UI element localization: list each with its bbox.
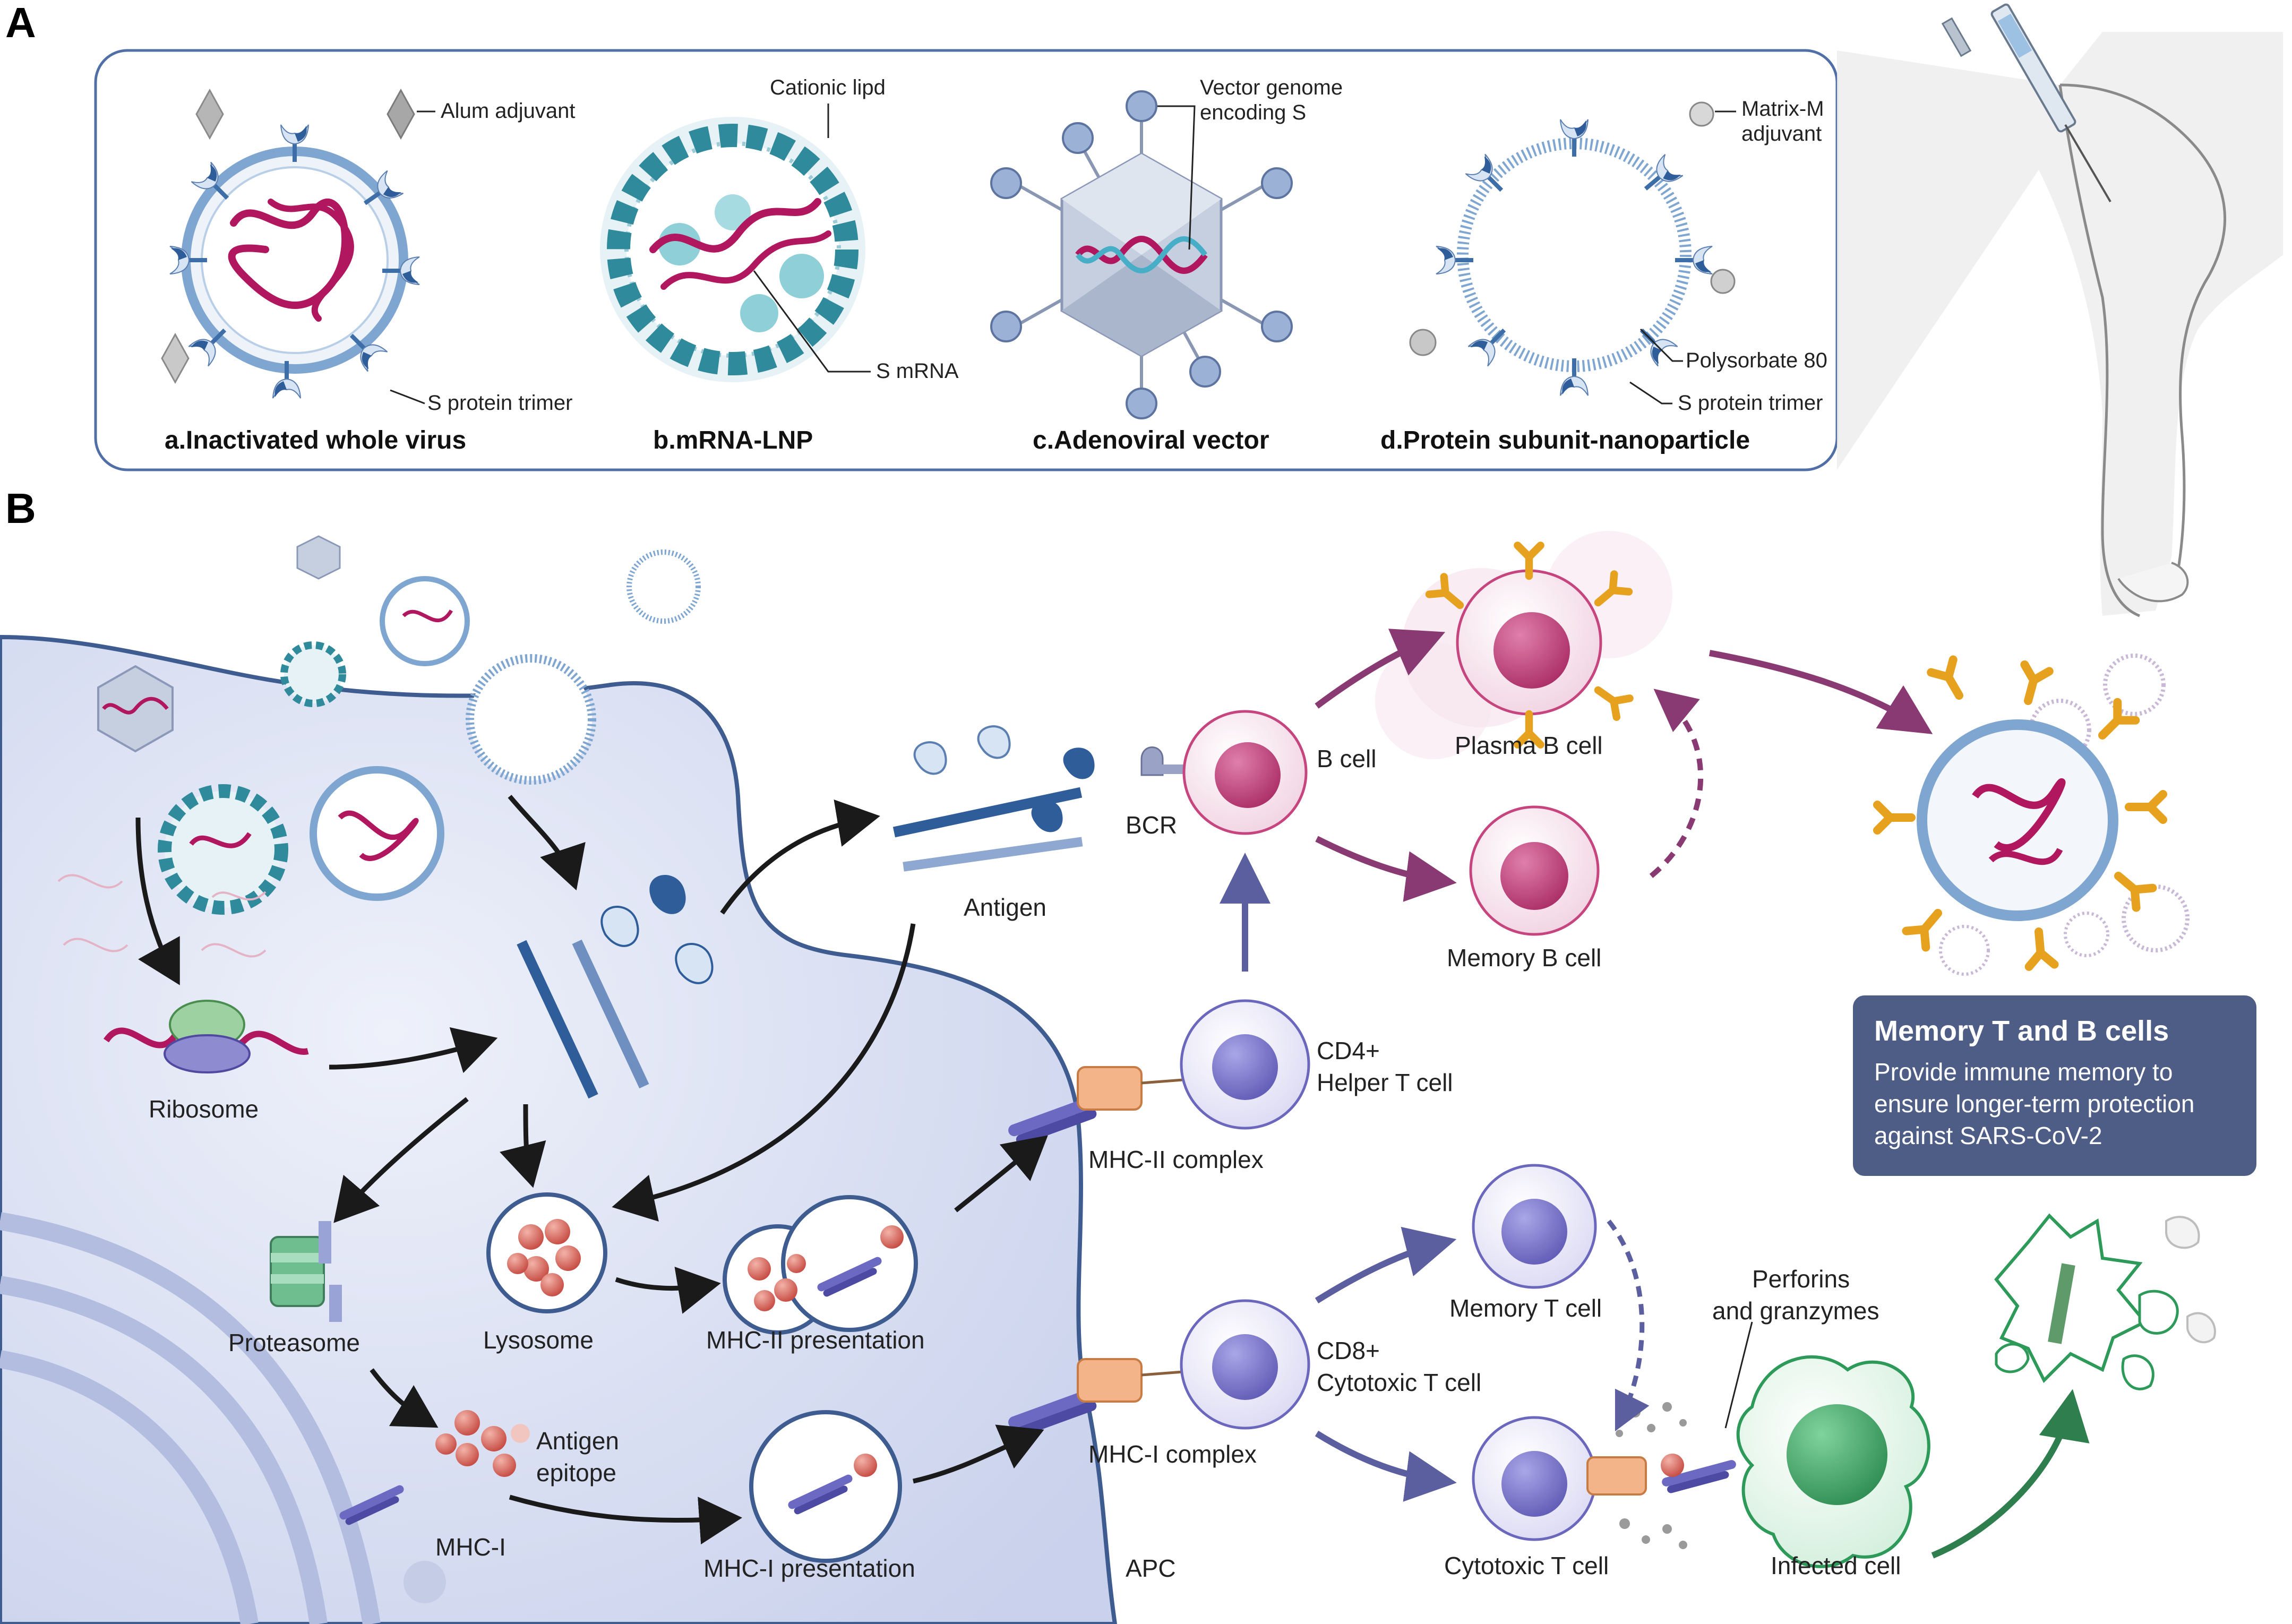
pathway-arrows-dark	[135, 795, 1048, 1545]
s-trimer-d-leader	[1629, 381, 1672, 405]
proteasome-label: Proteasome	[228, 1329, 360, 1356]
apc-label: APC	[1126, 1554, 1176, 1582]
infected-cell-label: Infected cell	[1771, 1552, 1901, 1579]
mhc-ii-presentation-illustration	[723, 1195, 918, 1335]
matrix-m-label-1: Matrix-M	[1741, 97, 1824, 121]
protein-nanoparticle-illustration	[1409, 101, 1736, 396]
s-mrna-label: S mRNA	[876, 359, 959, 383]
mrna-lnp-illustration	[600, 117, 865, 382]
memory-t-b-cells-box: Memory T and B cells Provide immune memo…	[1853, 995, 2256, 1176]
adenoviral-vector-title: c.Adenoviral vector	[1033, 426, 1269, 454]
bcr-illustration	[1140, 746, 1189, 776]
cd4-helper-t-cell-illustration	[1180, 999, 1310, 1130]
cd8-cytotoxic-t-cell-illustration	[1180, 1299, 1310, 1430]
memory-box-line1: Provide immune memory to	[1874, 1058, 2173, 1086]
memory-box-line2: ensure longer-term protection	[1874, 1090, 2194, 1118]
lysosome-label: Lysosome	[483, 1326, 594, 1354]
apc-vesicle	[404, 1561, 446, 1603]
antigen-epitope-label-1: Antigen	[536, 1427, 619, 1455]
polysorbate-label: Polysorbate 80	[1686, 349, 1827, 372]
mhc-i-presentation-illustration	[749, 1410, 902, 1563]
antigen-cluster-illustration	[892, 725, 1095, 872]
mhc-i-complex-illustration	[1006, 1358, 1211, 1440]
mhc-ii-complex-label: MHC-II complex	[1088, 1146, 1264, 1173]
memory-t-recall-arrow	[1607, 1219, 1650, 1432]
effector-cytotoxic-t-cell-illustration	[1472, 1416, 1739, 1541]
vector-genome-label-1: Vector genome	[1200, 76, 1343, 99]
memory-t-cell-illustration	[1472, 1164, 1597, 1289]
memory-box-title: Memory T and B cells	[1874, 1015, 2169, 1047]
memory-b-cell-label: Memory B cell	[1447, 944, 1601, 972]
s-protein-trimer-d-label: S protein trimer	[1678, 391, 1823, 415]
arm-icon	[1837, 32, 2283, 617]
antigen-epitope-illustration	[435, 1410, 530, 1477]
adenoviral-vector-illustration	[990, 90, 1293, 419]
vector-genome-leader	[1157, 105, 1196, 250]
inactivated-virus-title: a.Inactivated whole virus	[165, 426, 466, 454]
cationic-lipid-label: Cationic lipd	[770, 76, 886, 99]
vector-genome-label-2: encoding S	[1200, 101, 1306, 124]
plasma-b-cell-illustration	[1375, 531, 1672, 759]
mhc-i-complex-label: MHC-I complex	[1088, 1440, 1257, 1468]
antigen-epitope-label-2: epitope	[536, 1459, 616, 1486]
syringe-icon	[1941, 3, 2111, 203]
memory-box-line3: against SARS-CoV-2	[1874, 1122, 2102, 1149]
polysorbate-leader	[1639, 328, 1683, 362]
free-mrna-strands	[57, 874, 267, 958]
ribosome-illustration	[104, 1000, 309, 1073]
lysosome-illustration	[486, 1192, 607, 1313]
mhc-ii-complex-illustration	[1006, 1066, 1211, 1148]
matrix-m-label-2: adjuvant	[1741, 122, 1822, 145]
perforin-leader	[1724, 1321, 1753, 1429]
perforins-label-1: Perforins	[1752, 1265, 1850, 1293]
cd4-label-1: CD4+	[1317, 1037, 1380, 1064]
inactivated-virus-illustration	[161, 88, 420, 399]
proteasome-illustration	[270, 1221, 342, 1322]
ribosome-label: Ribosome	[149, 1095, 259, 1123]
t-cell-pathway-arrows	[1220, 853, 1457, 1502]
bcr-label: BCR	[1126, 811, 1177, 839]
memory-b-recall-arrow	[1649, 689, 1704, 878]
b-cell-pathway-arrows	[1315, 629, 1933, 902]
mhc-i-label: MHC-I	[435, 1533, 506, 1561]
plasma-b-cell-label: Plasma B cell	[1455, 732, 1603, 759]
translated-s-proteins	[517, 874, 714, 1099]
entering-vaccine-particles	[97, 535, 701, 915]
cd4-label-2: Helper T cell	[1317, 1069, 1453, 1096]
memory-b-cell-illustration	[1469, 805, 1600, 936]
infected-cell-illustration	[1736, 1355, 1930, 1568]
cd8-label-2: Cytotoxic T cell	[1317, 1369, 1481, 1396]
mhc-i-presentation-label: MHC-I presentation	[703, 1554, 915, 1582]
alum-adjuvant-label: Alum adjuvant	[441, 99, 575, 123]
b-cell-label: B cell	[1317, 745, 1376, 772]
cd8-label-1: CD8+	[1317, 1337, 1380, 1364]
perforins-label-2: and granzymes	[1712, 1297, 1879, 1325]
s-mrna-leader	[753, 270, 871, 373]
antigen-label: Antigen	[964, 893, 1046, 921]
lysed-infected-cell	[1994, 1213, 2216, 1390]
memory-t-cell-label: Memory T cell	[1449, 1294, 1602, 1322]
panel-b-letter: B	[5, 485, 36, 532]
b-cell-illustration	[1182, 710, 1308, 835]
s-protein-trimer-a-label: S protein trimer	[427, 391, 572, 415]
s-trimer-a-leader	[390, 389, 425, 405]
antibody-neutralized-virus	[1877, 654, 2190, 976]
cytotoxic-t-cell-label: Cytotoxic T cell	[1444, 1552, 1609, 1579]
panel-a-letter: A	[5, 0, 36, 46]
mhc-ii-presentation-label: MHC-II presentation	[706, 1326, 925, 1354]
protein-nanoparticle-title: d.Protein subunit-nanoparticle	[1380, 426, 1750, 454]
mrna-lnp-title: b.mRNA-LNP	[653, 426, 813, 454]
infected-cell-lysis-arrow	[1931, 1389, 2090, 1559]
